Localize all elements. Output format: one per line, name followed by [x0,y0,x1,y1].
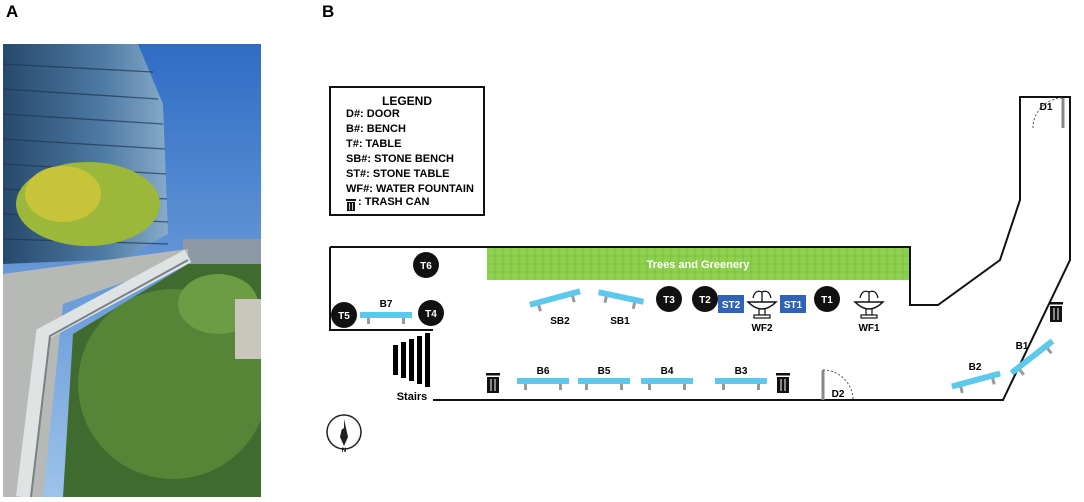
legend: LEGEND D#: DOOR B#: BENCH T#: TABLE SB#:… [329,86,485,216]
trash-can-icon [486,373,500,393]
table-t2: T2 [692,286,718,312]
legend-item: B#: BENCH [346,123,406,135]
greenery-label: Trees and Greenery [647,259,751,271]
bench-b4: B4 [641,366,693,390]
bench-b5: B5 [578,366,630,390]
plan-label: B6 [537,366,550,377]
plan-label: B1 [1016,341,1029,352]
legend-trash-label: : TRASH CAN [358,196,430,208]
road [235,299,261,359]
legend-item: SB#: STONE BENCH [346,153,454,165]
plan-label: WF1 [858,323,880,334]
plan-label: B2 [969,362,982,373]
plan-label: T1 [821,295,833,306]
stairs-label: Stairs [397,391,428,403]
terrace-outline-west [329,247,433,331]
plan-label: T4 [425,309,437,320]
plan-label: B5 [598,366,611,377]
door-d2: D2 [821,369,854,401]
shrubs [78,289,261,479]
plan-label: SB1 [610,316,630,327]
bench-b2: B2 [951,362,1001,394]
legend-item: T#: TABLE [346,138,402,150]
panel-label-a: A [6,2,19,21]
plan-label: WF2 [751,323,773,334]
table-t6: T6 [413,252,439,278]
plan-label: T6 [420,261,432,272]
bench-b1: B1 [1009,338,1055,376]
stone-table-st2: ST2 [718,295,744,313]
plan-label: B7 [380,299,393,310]
door-label: D1 [1040,102,1053,113]
trash-can-icon [776,373,790,393]
plan-label: ST2 [722,300,741,311]
railing [16,249,192,497]
stone-bench-sb2: SB2 [529,288,581,327]
water-fountain-icon: WF2 [746,290,778,334]
bench-b6: B6 [517,366,569,390]
plan-label: B3 [735,366,748,377]
railing-edge [30,259,189,497]
plan-label: SB2 [550,316,570,327]
door-label: D2 [832,389,845,400]
bench-b3: B3 [715,366,767,390]
table-t1: T1 [814,286,840,312]
table-t3: T3 [656,286,682,312]
table-t5: T5 [331,302,357,328]
legend-title: LEGEND [381,94,432,108]
bench-b7: B7 [360,299,412,324]
plan-label: B4 [661,366,674,377]
plan-label: ST1 [784,300,803,311]
legend-item: D#: DOOR [346,108,400,120]
terrace-outline [330,96,1071,401]
legend-item: WF#: WATER FOUNTAIN [346,183,474,195]
walkway [3,249,188,497]
stone-bench-sb1: SB1 [597,289,645,327]
plan-label: T3 [663,295,675,306]
stairs: Stairs [393,333,430,403]
compass-label: N [342,448,346,454]
legend-item: ST#: STONE TABLE [346,168,450,180]
trash-can-icon [1049,302,1063,322]
plan-label: T5 [338,311,350,322]
yellow-tree-highlight [25,166,101,222]
compass: N [326,414,362,454]
terrace-photo [3,44,261,497]
stone-table-st1: ST1 [780,295,806,313]
plan-label: T2 [699,295,711,306]
water-fountain-icon: WF1 [853,290,885,334]
greenery-area: Trees and Greenery [487,248,909,280]
panel-label-b: B [322,2,335,21]
table-t4: T4 [418,300,444,326]
door-d1: D1 [1032,97,1065,129]
trash-can-icon [346,199,356,211]
